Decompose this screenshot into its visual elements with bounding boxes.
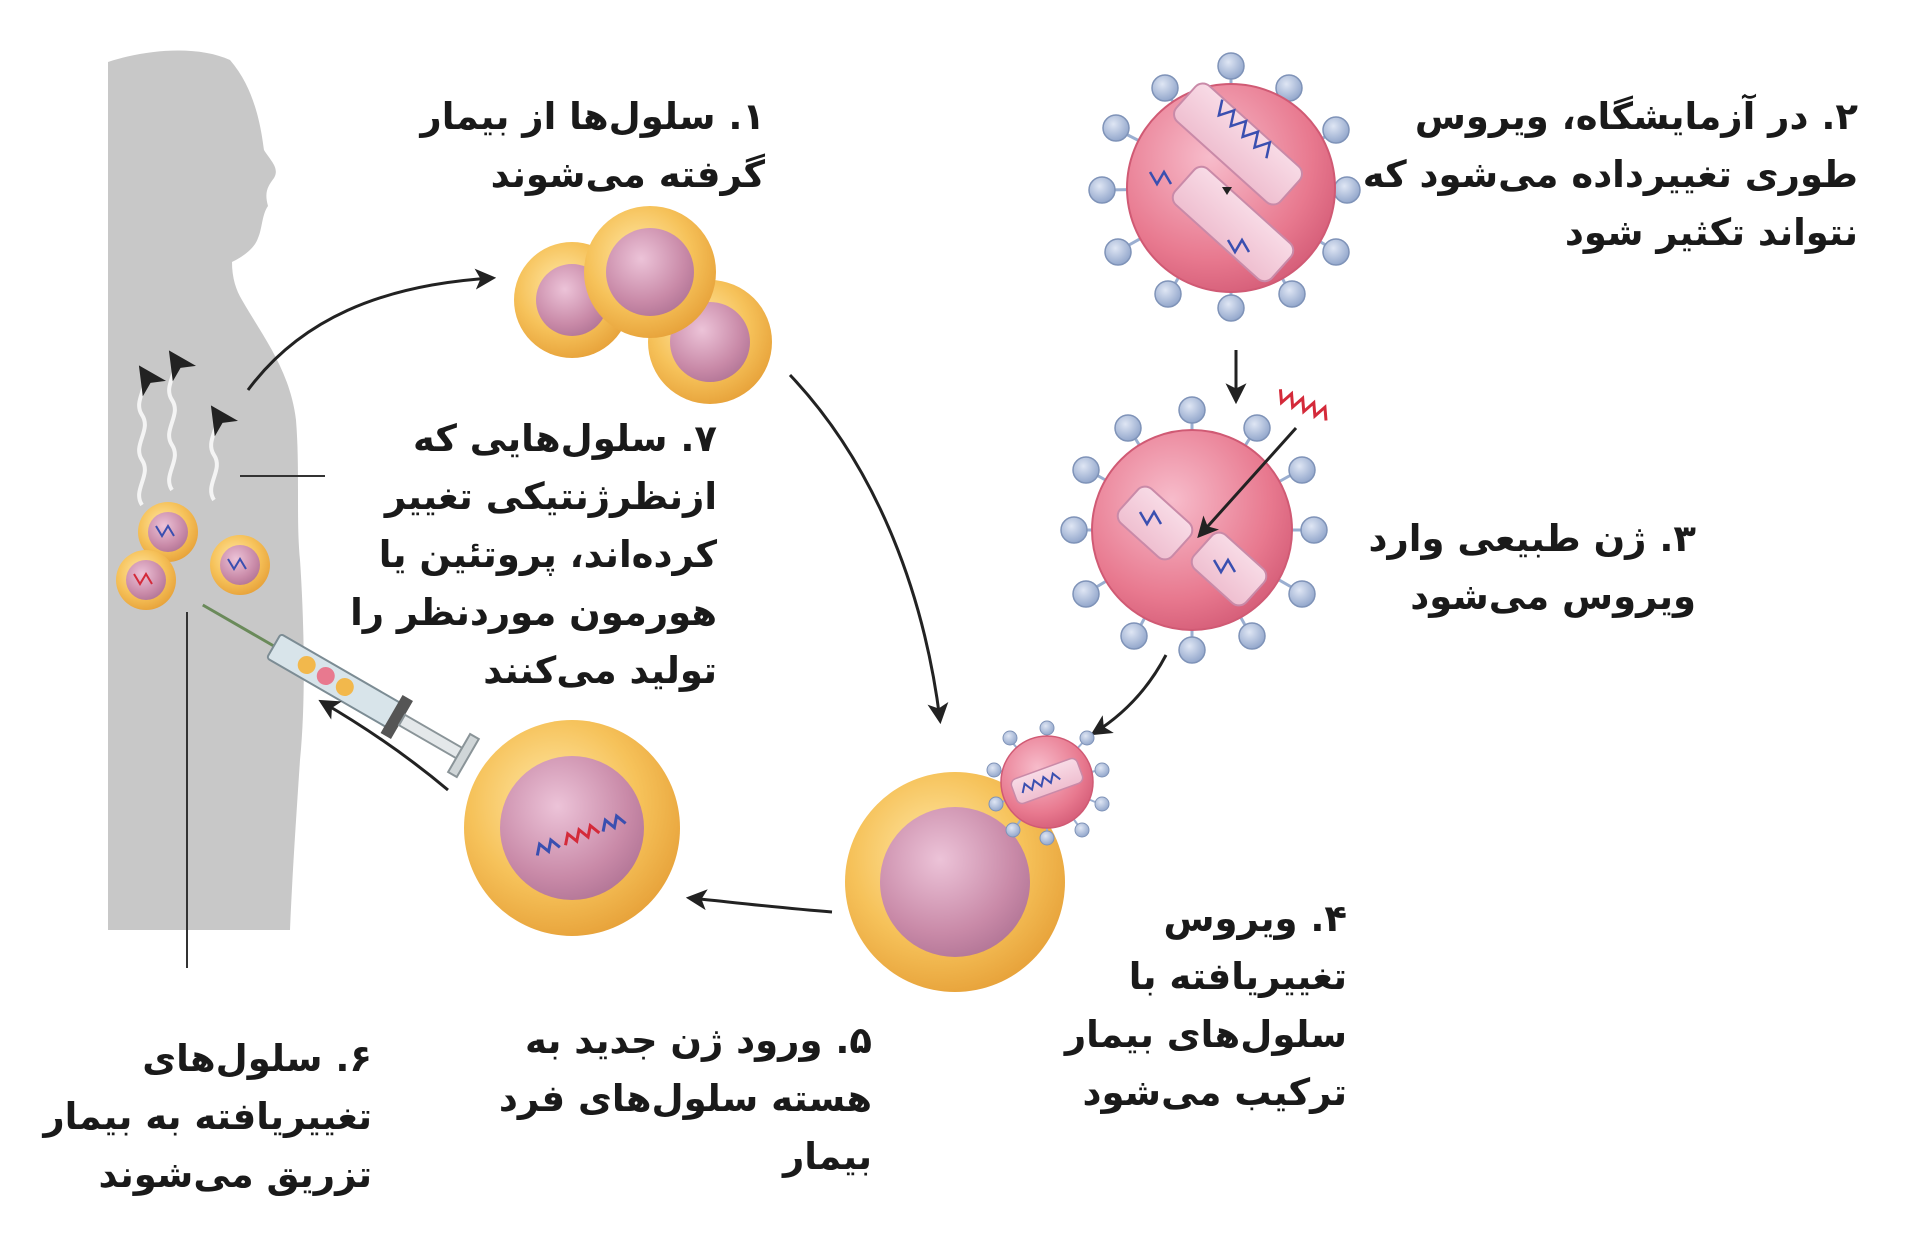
step-5-label: ۵. ورود ژن جدید به هسته سلول‌های فرد بیم…: [498, 1019, 872, 1178]
arrow-virus2-to-combined: [1090, 654, 1168, 736]
syringe: [202, 603, 481, 779]
cell-with-new-gene: [464, 720, 680, 936]
arrow-cells-to-combined: [788, 373, 949, 725]
arrow-combined-to-nucleus: [685, 889, 833, 914]
step-7-label: ۷. سلول‌هایی که ازنظرژنتیکی تغییر کرده‌ا…: [350, 417, 717, 692]
step-6-label: ۶. سلول‌های تغییریافته به بیمار تزریق می…: [43, 1037, 372, 1196]
virus-with-normal-gene: [1060, 389, 1328, 664]
protein-release-arrows: [137, 350, 239, 507]
step-4-label: ۴. ویروس تغییریافته با سلول‌های بیمار تر…: [1064, 897, 1347, 1114]
step-3-label: ۳. ژن طبیعی وارد ویروس می‌شود: [1368, 517, 1696, 618]
patient-body-silhouette: [108, 50, 304, 931]
injected-cells-in-body: [116, 502, 270, 610]
patient-cells-cluster: [514, 206, 772, 404]
step-2-label: ۲. در آزمایشگاه، ویروس طوری تغییرداده می…: [1362, 95, 1858, 254]
normal-gene-strand: [1278, 389, 1328, 421]
gene-insert-arrow: [1197, 426, 1298, 539]
arrow-body-to-cells: [246, 268, 497, 391]
arrow-nucleus-to-syringe: [318, 699, 449, 792]
virus-combined-with-cell: [845, 720, 1110, 992]
step-1-label: ۱. سلول‌ها از بیمار گرفته می‌شوند: [420, 95, 765, 196]
modified-virus: [1088, 52, 1361, 322]
